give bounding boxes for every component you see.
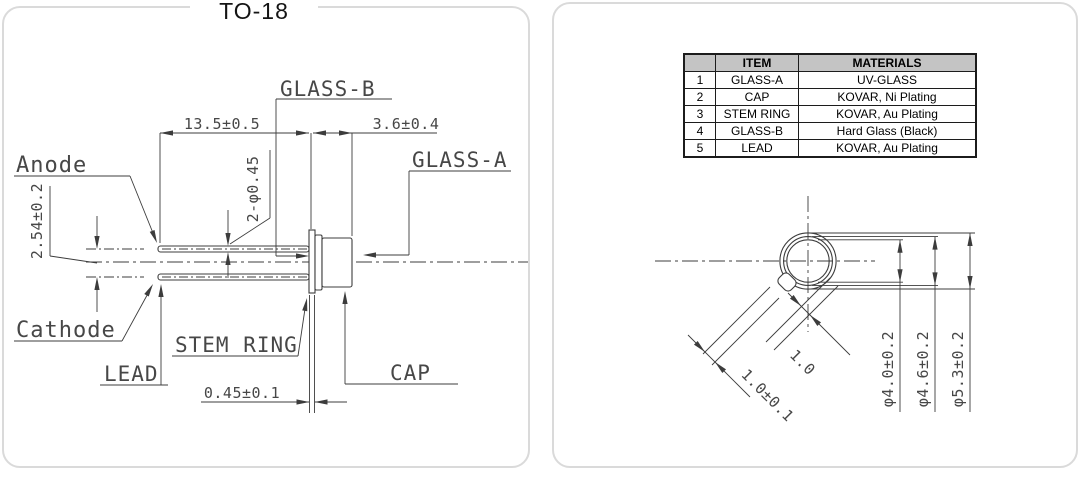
dim-text-lead-diameter: 2-φ0.45 <box>244 156 262 223</box>
cell-item: CAP <box>715 88 799 106</box>
page-title: TO-18 <box>190 0 318 27</box>
table-row: 3 STEM RING KOVAR, Au Plating <box>683 105 977 123</box>
table-row: 4 GLASS-B Hard Glass (Black) <box>683 122 977 140</box>
dim-text-dia-inner: φ4.0±0.2 <box>879 331 897 407</box>
label-cathode: Cathode <box>16 318 116 343</box>
dim-text-dia-middle: φ4.6±0.2 <box>914 331 932 407</box>
dim-text-dia-outer: φ5.3±0.2 <box>949 331 967 407</box>
dim-text-lead-pitch: 2.54±0.2 <box>28 183 46 259</box>
cell-material: Hard Glass (Black) <box>798 122 977 140</box>
centerlines <box>86 248 528 278</box>
header-cell-materials: MATERIALS <box>798 53 977 72</box>
leader-anode <box>14 175 160 244</box>
leader-cap <box>342 291 458 385</box>
materials-table: ITEM MATERIALS 1 GLASS-A UV-GLASS 2 CAP … <box>683 53 977 158</box>
label-anode: Anode <box>16 153 87 178</box>
cell-material: KOVAR, Au Plating <box>798 139 977 158</box>
dim-diameters <box>806 232 975 412</box>
dim-text-cap-height: 3.6±0.4 <box>373 115 440 133</box>
cell-number: 1 <box>683 71 716 89</box>
table-row: 5 LEAD KOVAR, Au Plating <box>683 139 977 158</box>
dim-cap-height <box>313 130 437 236</box>
index-tab <box>777 272 797 292</box>
lead-upper <box>157 245 310 253</box>
dim-text-tab-width: 1.0±0.1 <box>738 366 798 426</box>
lead-lower <box>157 273 310 281</box>
cell-item: GLASS-B <box>715 122 799 140</box>
stem-ring-shape <box>308 229 316 294</box>
cell-number: 5 <box>683 139 716 158</box>
leader-cathode <box>14 282 156 342</box>
cell-number: 2 <box>683 88 716 106</box>
dim-lead-pitch <box>49 186 100 312</box>
leader-glass-b <box>275 98 392 259</box>
label-cap: CAP <box>390 361 431 385</box>
header-cell-number <box>683 53 716 72</box>
dim-lead-length <box>159 130 312 243</box>
cell-item: LEAD <box>715 139 799 158</box>
dim-text-stem-thickness: 0.45±0.1 <box>204 384 280 402</box>
label-glass-a: GLASS-A <box>412 148 508 172</box>
leader-stem-ring <box>172 297 310 357</box>
cap-shape <box>314 234 353 291</box>
leader-glass-a <box>363 170 511 258</box>
dim-tab-width <box>687 334 751 398</box>
cell-item: STEM RING <box>715 105 799 123</box>
table-row: 2 CAP KOVAR, Ni Plating <box>683 88 977 106</box>
dim-stem-thickness <box>201 295 347 413</box>
cell-material: KOVAR, Ni Plating <box>798 88 977 106</box>
label-glass-b: GLASS-B <box>280 77 376 101</box>
dim-text-lead-length: 13.5±0.5 <box>184 115 260 133</box>
leader-lead <box>100 284 168 386</box>
side-view-panel <box>2 6 530 468</box>
cell-material: KOVAR, Au Plating <box>798 105 977 123</box>
table-header-row: ITEM MATERIALS <box>683 53 977 72</box>
dim-lead-diameter <box>225 150 271 278</box>
cell-number: 3 <box>683 105 716 123</box>
label-stem-ring: STEM RING <box>175 333 298 357</box>
table-row: 1 GLASS-A UV-GLASS <box>683 71 977 89</box>
header-cell-item: ITEM <box>715 53 799 72</box>
dim-text-lead-width: 1.0 <box>786 346 819 379</box>
cell-number: 4 <box>683 122 716 140</box>
top-view-drawing: 1.0±0.1 1.0 φ4.0±0.2 φ4.6±0.2 φ5.3±0.2 <box>655 196 975 425</box>
side-view-drawing: GLASS-B GLASS-A Anode Cathode STEM RING … <box>14 77 528 413</box>
cell-material: UV-GLASS <box>798 71 977 89</box>
dim-lead-width <box>787 292 851 356</box>
centerlines <box>655 196 875 332</box>
cell-item: GLASS-A <box>715 71 799 89</box>
label-lead: LEAD <box>104 362 159 386</box>
